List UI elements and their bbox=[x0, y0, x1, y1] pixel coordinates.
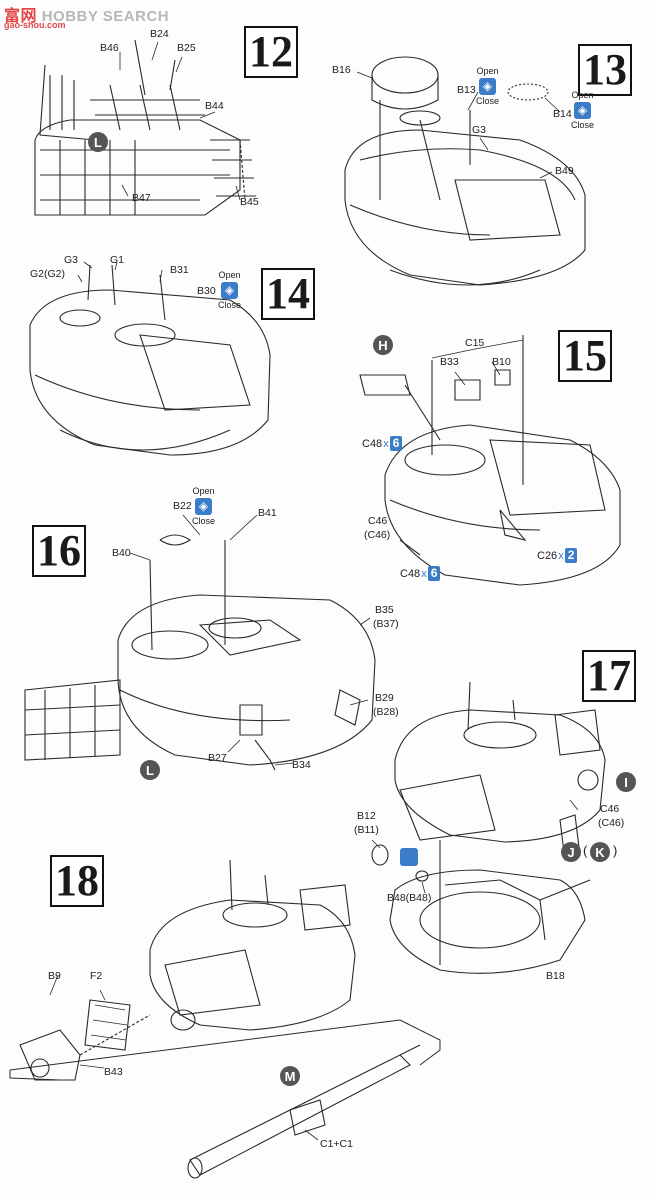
open-close-note: Open◈Close bbox=[192, 486, 216, 526]
step18-turret bbox=[9, 859, 441, 1179]
watermark-url: gao-shou.com bbox=[4, 20, 66, 30]
part-label: C1+C1 bbox=[320, 1138, 353, 1150]
open-close-note: Open◈Close bbox=[476, 66, 500, 106]
part-label: B13 bbox=[457, 84, 476, 96]
step-number-12: 12 bbox=[244, 26, 298, 78]
part-label: B29 bbox=[375, 692, 394, 704]
callout-H: H bbox=[373, 335, 393, 355]
part-label: F2 bbox=[90, 970, 103, 982]
step-number-15: 15 bbox=[558, 330, 612, 382]
part-label: B9 bbox=[48, 970, 61, 982]
part-label: G3 bbox=[472, 124, 487, 136]
part-label: B40 bbox=[112, 547, 131, 559]
part-label: B43 bbox=[104, 1066, 123, 1078]
part-label: B46 bbox=[100, 42, 119, 54]
open-close-icon: ◈ bbox=[195, 498, 212, 515]
part-label: B14 bbox=[553, 108, 572, 120]
paren-open: ( bbox=[583, 843, 588, 858]
part-label: B49 bbox=[555, 165, 574, 177]
part-label: B34 bbox=[292, 759, 311, 771]
step14-turret bbox=[29, 264, 271, 456]
callout-J: J bbox=[561, 842, 581, 862]
open-close-note: Open◈Close bbox=[571, 90, 595, 130]
paren-close: ) bbox=[613, 843, 618, 858]
step-number-13: 13 bbox=[578, 44, 632, 96]
watermark: 富网 HOBBY SEARCH bbox=[4, 8, 170, 25]
part-label: B27 bbox=[208, 752, 227, 764]
part-label: B41 bbox=[258, 507, 277, 519]
step13-turret bbox=[344, 56, 586, 286]
part-label: (B28) bbox=[373, 706, 399, 718]
open-close-icon: ◈ bbox=[574, 102, 591, 119]
part-label: (B11) bbox=[354, 824, 379, 836]
part-label: C46 bbox=[600, 803, 620, 815]
part-label: (B37) bbox=[373, 618, 399, 630]
part-label: B24 bbox=[150, 28, 169, 40]
part-label: B25 bbox=[177, 42, 196, 54]
leader-lines bbox=[49, 41, 579, 1141]
part-label: C15 bbox=[465, 337, 485, 349]
part-label: C46 bbox=[368, 515, 388, 527]
part-label: B47 bbox=[132, 192, 151, 204]
open-close-icon: ◈ bbox=[479, 78, 496, 95]
part-label: B35 bbox=[375, 604, 394, 616]
step12-basket-frame bbox=[34, 39, 256, 216]
part-label: B33 bbox=[440, 356, 459, 368]
callout-M: M bbox=[280, 1066, 300, 1086]
part-label: B22 bbox=[173, 500, 192, 512]
callout-I: I bbox=[616, 772, 636, 792]
part-label: G2(G2) bbox=[30, 268, 66, 280]
step17-turret bbox=[371, 681, 606, 974]
part-label: B12 bbox=[357, 810, 376, 822]
part-label: B31 bbox=[170, 264, 189, 276]
part-label: B30 bbox=[197, 285, 216, 297]
step16-turret bbox=[24, 534, 376, 771]
part-label: B45 bbox=[240, 196, 259, 208]
callout-K: K bbox=[590, 842, 610, 862]
step15-turret bbox=[359, 335, 621, 586]
part-label: B44 bbox=[205, 100, 224, 112]
part-label: B18 bbox=[546, 970, 565, 982]
callout-L: L bbox=[140, 760, 160, 780]
part-label: (C46) bbox=[364, 529, 391, 541]
step-number-17: 17 bbox=[582, 650, 636, 702]
callout-L: L bbox=[88, 132, 108, 152]
open-close-icon: ◈ bbox=[221, 282, 238, 299]
open-close-note: Open◈Close bbox=[218, 270, 242, 310]
part-label: B16 bbox=[332, 64, 351, 76]
part-label: G3 bbox=[64, 254, 79, 266]
step-number-16: 16 bbox=[32, 525, 86, 577]
step-number-14: 14 bbox=[261, 268, 315, 320]
part-label: (C46) bbox=[598, 817, 625, 829]
part-label: B10 bbox=[492, 356, 511, 368]
step-number-18: 18 bbox=[50, 855, 104, 907]
part-label: B48(B48) bbox=[387, 892, 432, 904]
part-label: G1 bbox=[110, 254, 125, 266]
cement-icon bbox=[400, 848, 418, 866]
